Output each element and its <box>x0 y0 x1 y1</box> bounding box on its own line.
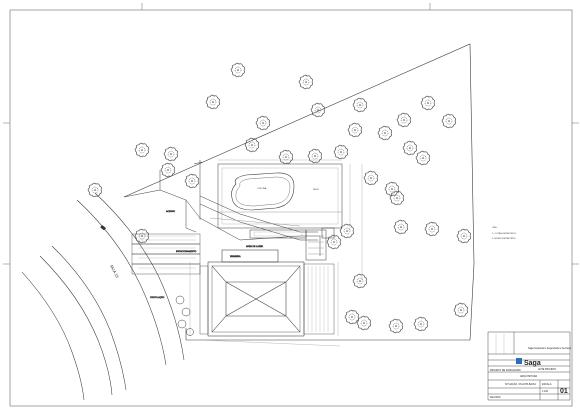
date: FEV/2016 <box>490 396 501 399</box>
tree-symbol <box>393 219 408 235</box>
registration-marks <box>3 3 579 265</box>
tree-symbol <box>160 162 175 178</box>
tree-symbol <box>396 112 411 128</box>
tree-symbol <box>339 223 354 239</box>
tree-symbol <box>298 74 313 90</box>
street-curves <box>21 192 185 401</box>
tree-symbol <box>377 125 392 141</box>
tree-symbol <box>163 146 178 162</box>
tree-symbol <box>278 149 293 165</box>
tree-symbol <box>134 228 149 244</box>
tree-symbol <box>388 318 403 334</box>
pool-label: PISCINA <box>258 187 267 190</box>
area-label-access: ACESSO <box>166 210 175 213</box>
status: ANTE PROJETO <box>538 368 556 371</box>
logo-text: Saga <box>524 360 541 367</box>
tree-symbol <box>87 182 102 198</box>
area-label-leisure: ÁREA DE LAZER <box>246 245 264 248</box>
notes-line-1: 1- COTAS EM METROS <box>492 232 516 235</box>
street-marker <box>100 224 106 231</box>
tree-symbol <box>413 316 428 332</box>
tree-symbol <box>402 140 417 156</box>
tree-symbol <box>244 137 259 153</box>
tree-symbol <box>184 173 199 189</box>
company-name: Saga Arquitetura, Engenharia e Serviços <box>528 347 572 350</box>
tree-symbol <box>363 170 378 186</box>
tree-symbol <box>356 315 371 331</box>
pool-terrace <box>217 163 343 229</box>
side-decks: ÁREA DE LAZER CIRCULAÇÃO <box>150 245 335 335</box>
tree-symbol <box>307 148 322 164</box>
project-label: PROJETO DE PAISAGISMO <box>490 369 521 372</box>
tree-symbol <box>310 102 325 118</box>
main-building: VARANDA <box>207 249 305 337</box>
tree-symbol <box>255 115 270 131</box>
tree-symbol <box>424 221 439 237</box>
sheet-title: SITUAÇÃO / PLANTA BAIXA <box>505 383 536 386</box>
tree-symbol <box>389 190 404 206</box>
edge-plants <box>175 295 194 336</box>
area-label-circulation: CIRCULAÇÃO <box>150 296 165 299</box>
scale-label: ESCALA <box>542 383 552 386</box>
scale-value: 1:100 <box>542 390 549 393</box>
tree-symbol <box>441 113 456 129</box>
tree-symbol <box>205 94 220 110</box>
street-label: RUA 15 <box>109 264 120 279</box>
tree-symbol <box>384 181 399 197</box>
sheet-number: 01 <box>560 388 568 395</box>
lot-boundary <box>123 43 475 341</box>
deck-label: DECK <box>313 189 320 191</box>
discipline: ARQUITETURA <box>520 375 538 378</box>
tree-symbol <box>344 309 359 325</box>
tree-symbol <box>134 142 149 158</box>
tree-symbol <box>352 97 367 113</box>
area-label-porch: VARANDA <box>230 255 241 258</box>
tree-symbol <box>415 150 430 166</box>
walkway <box>199 195 335 261</box>
tree-symbol <box>420 95 435 111</box>
tree-symbol <box>453 302 468 318</box>
tree-symbol <box>333 144 348 160</box>
title-block <box>487 331 571 401</box>
title-block-text: Saga Arquitetura, Engenharia e Serviços … <box>490 347 572 399</box>
parking-strips: ESTACIONAMENTO ACESSO <box>131 210 201 275</box>
tree-symbol <box>347 122 362 138</box>
dimension-lines <box>189 159 363 347</box>
tree-symbol <box>352 273 367 289</box>
tree-symbol <box>230 62 245 78</box>
sheet-frame <box>9 9 573 407</box>
notes-line-2: 2- NIVEIS EM METROS <box>492 238 516 240</box>
area-label-parking: ESTACIONAMENTO <box>176 250 197 253</box>
company-logo: Saga <box>516 358 541 367</box>
pool: PISCINA DECK <box>231 172 320 211</box>
drawing-notes: OBS: 1- COTAS EM METROS 2- NIVEIS EM MET… <box>492 227 516 240</box>
notes-title: OBS: <box>492 227 498 229</box>
tree-symbol <box>326 234 341 250</box>
trees-group <box>87 62 471 334</box>
tree-symbol <box>456 228 471 244</box>
